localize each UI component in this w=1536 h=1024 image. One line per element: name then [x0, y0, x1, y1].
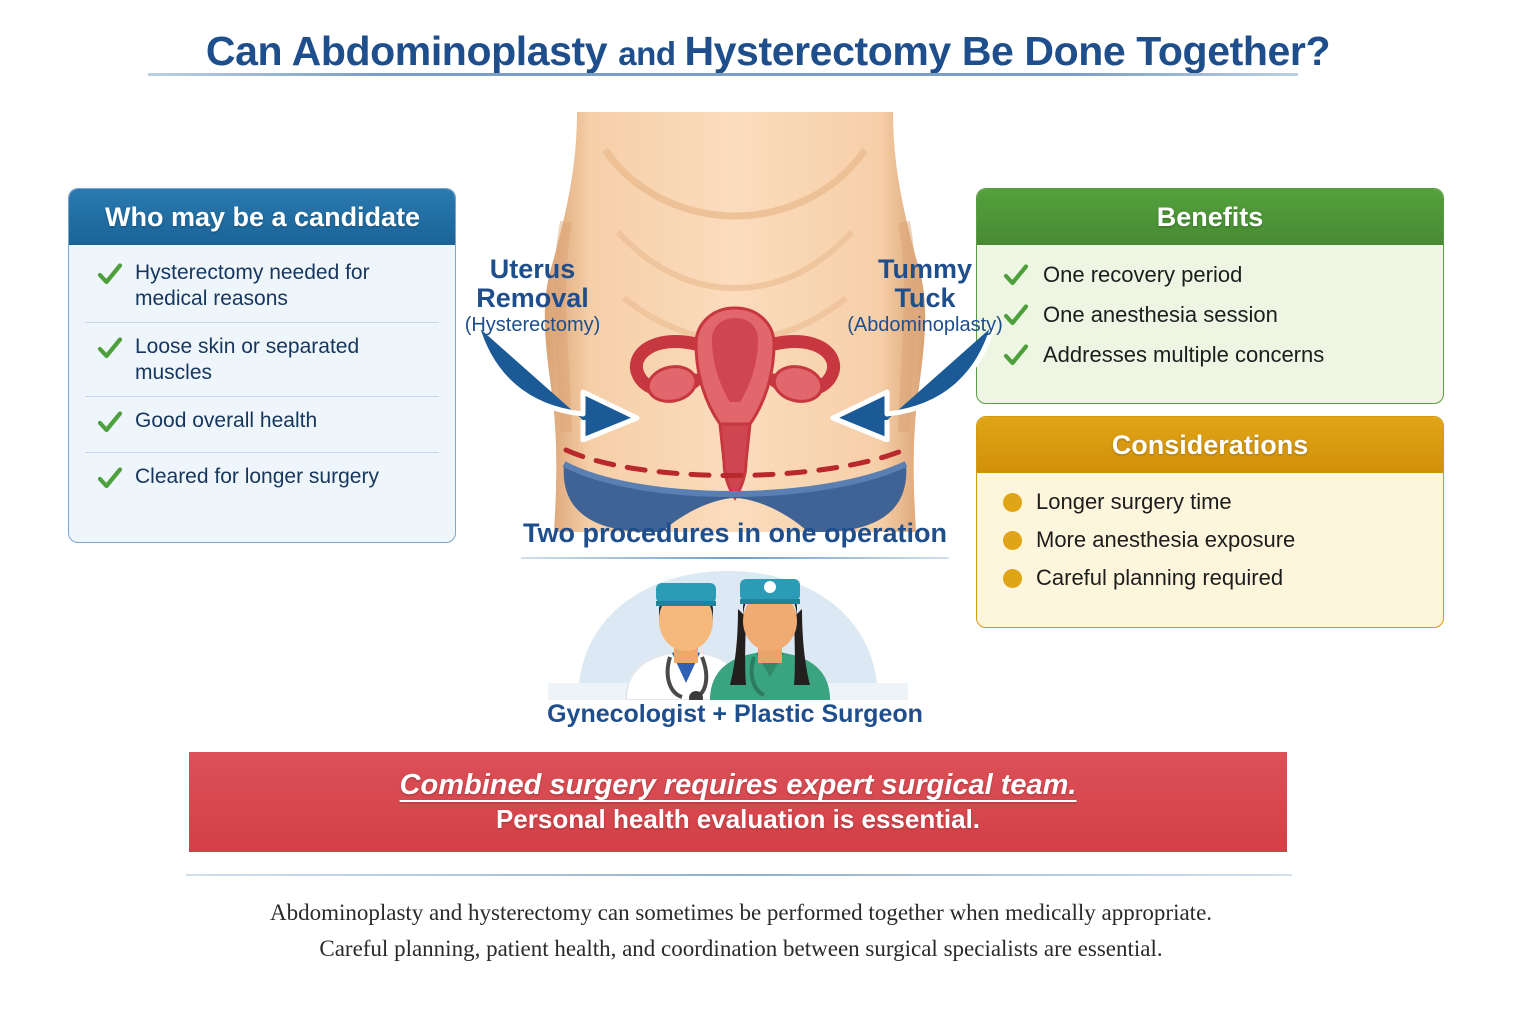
consideration-item-text: Longer surgery time [1036, 489, 1232, 514]
uterus-removal-label: Uterus Removal (Hysterectomy) [455, 255, 610, 336]
list-item: Longer surgery time [977, 483, 1443, 521]
benefits-panel: Benefits One recovery period One anesthe… [976, 188, 1444, 404]
candidate-item-text: Cleared for longer surgery [135, 465, 379, 489]
surgical-cap [656, 583, 716, 603]
underwear [563, 464, 907, 532]
hair-right [794, 609, 810, 685]
candidate-item-text: Loose skin or separated muscles [135, 335, 360, 384]
plastic-surgeon-figure [710, 579, 830, 700]
page-title: Can Abdominoplasty and Hysterectomy Be D… [0, 28, 1536, 75]
uterus-removal-label-text: Uterus Removal [476, 254, 589, 313]
list-item: More anesthesia exposure [977, 521, 1443, 559]
benefit-item-text: One anesthesia session [1043, 302, 1278, 327]
check-icon [1003, 344, 1029, 366]
considerations-panel-title: Considerations [1111, 429, 1309, 460]
list-item: One anesthesia session [977, 295, 1443, 335]
benefits-panel-body: One recovery period One anesthesia sessi… [977, 245, 1443, 385]
footer-line2: Careful planning, patient health, and co… [319, 935, 1163, 961]
check-icon [97, 467, 123, 489]
tummy-tuck-label-line1: Tummy [877, 254, 972, 284]
tummy-tuck-label: Tummy Tuck (Abdominoplasty) [845, 255, 1005, 336]
page-title-part2: and [618, 35, 685, 72]
list-item: Addresses multiple concerns [977, 335, 1443, 375]
list-item: Hysterectomy needed for medical reasons [85, 249, 439, 322]
considerations-panel-body: Longer surgery time More anesthesia expo… [977, 473, 1443, 607]
tummy-tuck-sublabel: (Abdominoplasty) [847, 314, 1003, 337]
list-item: One recovery period [977, 255, 1443, 295]
incision-line [563, 447, 907, 478]
check-icon [1003, 304, 1029, 326]
caption-divider [521, 557, 949, 559]
warning-banner: Combined surgery requires expert surgica… [189, 752, 1287, 852]
footer-text: Abdominoplasty and hysterectomy can some… [186, 895, 1296, 966]
face [743, 591, 797, 651]
ribcage-line [602, 147, 868, 220]
bullet-dot-icon [1003, 530, 1022, 550]
uterus-removal-sublabel: (Hysterectomy) [464, 314, 601, 337]
left-arrow-icon [474, 325, 640, 442]
considerations-panel: Considerations Longer surgery time More … [976, 416, 1444, 628]
title-block: Can Abdominoplasty and Hysterectomy Be D… [0, 28, 1536, 75]
footer-line1: Abdominoplasty and hysterectomy can some… [269, 900, 1213, 925]
consideration-item-text: More anesthesia exposure [1036, 527, 1296, 552]
page-title-part1: Can Abdominoplasty [205, 28, 619, 74]
check-icon [97, 263, 123, 285]
benefit-item-text: Addresses multiple concerns [1043, 342, 1325, 367]
female-torso-illustration [544, 112, 926, 532]
hair-left [730, 609, 746, 685]
benefits-panel-header: Benefits [977, 189, 1443, 245]
candidate-panel-title: Who may be a candidate [105, 201, 421, 232]
benefit-item-text: One recovery period [1043, 262, 1243, 287]
list-item: Cleared for longer surgery [85, 452, 439, 508]
banner-line2: Personal health evaluation is essential. [495, 804, 981, 834]
check-icon [97, 411, 123, 433]
list-item: Good overall health [85, 396, 439, 452]
surgical-team-caption: Gynecologist + Plastic Surgeon [547, 700, 923, 728]
check-icon [1003, 264, 1029, 286]
list-item: Loose skin or separated muscles [85, 322, 439, 396]
page-title-part3: Hysterectomy Be Done Together? [684, 28, 1331, 74]
title-divider [148, 73, 1298, 76]
candidate-panel-body: Hysterectomy needed for medical reasons … [69, 245, 455, 514]
list-item: Careful planning required [977, 559, 1443, 597]
considerations-panel-header: Considerations [977, 417, 1443, 473]
right-arrow-icon [830, 325, 996, 442]
candidate-item-text: Good overall health [135, 409, 318, 433]
tummy-tuck-label-line2: Tuck [894, 282, 956, 313]
candidate-panel-header: Who may be a candidate [69, 189, 455, 245]
benefits-panel-title: Benefits [1156, 201, 1264, 232]
check-icon [97, 337, 123, 359]
banner-line1: Combined surgery requires expert surgica… [399, 769, 1077, 801]
ovary-right [772, 365, 824, 403]
uterus-illustration [629, 306, 841, 501]
ovary-left [646, 365, 698, 403]
bullet-dot-icon [1003, 568, 1022, 588]
bullet-dot-icon [1003, 492, 1022, 512]
surgical-team-illustration [548, 571, 908, 700]
anatomy-illustration [455, 112, 1015, 532]
candidate-panel: Who may be a candidate Hysterectomy need… [68, 188, 456, 543]
footer-divider [186, 874, 1292, 876]
consideration-item-text: Careful planning required [1036, 565, 1284, 590]
candidate-item-text: Hysterectomy needed for medical reasons [135, 261, 370, 310]
illustration-caption: Two procedures in one operation [522, 518, 948, 548]
